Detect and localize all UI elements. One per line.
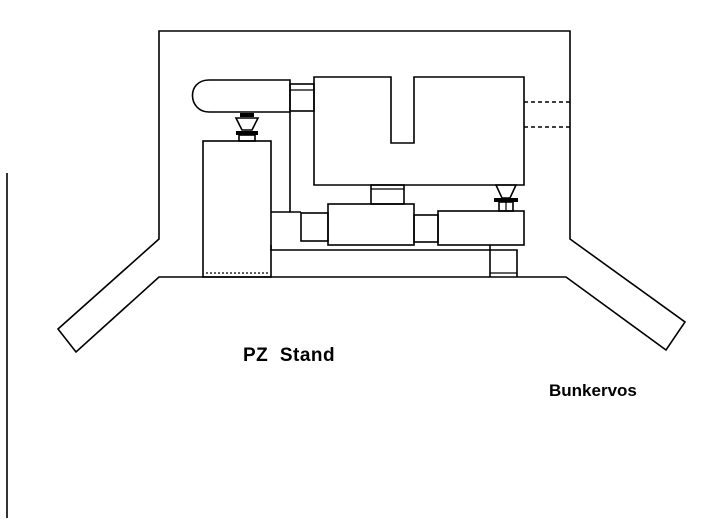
motor-coupling-right [413, 214, 439, 243]
periscope-coupling [289, 83, 315, 112]
right-mount [494, 184, 518, 212]
bunker-outer-wall [56, 30, 687, 354]
stand-label: PZ Stand [243, 345, 336, 366]
central-motor [327, 203, 415, 246]
vertical-pipe [289, 112, 301, 213]
engine-foot [370, 184, 405, 205]
author-label: Bunkervos [549, 381, 637, 400]
engine-block [313, 76, 525, 186]
right-unit [437, 210, 525, 246]
periscope-mount [234, 113, 260, 142]
left-cabinet [202, 140, 272, 278]
base-frame [270, 245, 518, 277]
motor-coupling-left [300, 212, 329, 242]
periscope-housing [191, 79, 291, 113]
